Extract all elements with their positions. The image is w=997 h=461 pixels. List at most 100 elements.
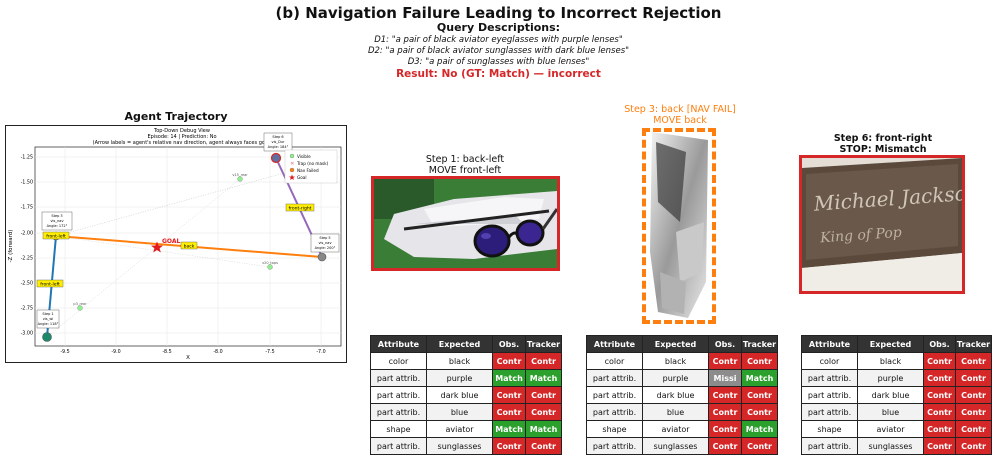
obs-status-cell: Contr — [492, 352, 526, 370]
tracker-status-cell: Contr — [955, 437, 992, 455]
step6-title-line2: STOP: Mismatch — [839, 144, 927, 155]
obs-status-cell: Contr — [708, 403, 742, 421]
tracker-status-cell: Contr — [525, 403, 562, 421]
tracker-status-cell: Contr — [955, 403, 992, 421]
svg-text:Angle: 172°: Angle: 172° — [47, 224, 68, 228]
col-header-obs: Obs. — [923, 335, 956, 353]
svg-text:Angle: 200°: Angle: 200° — [315, 246, 336, 250]
step3-title: Step 3: back [NAV FAIL] MOVE back — [600, 104, 760, 126]
query-description-1: D1: "a pair of black aviator eyeglasses … — [374, 35, 623, 45]
tracker-status-cell: Contr — [741, 352, 778, 370]
obs-status-cell: Match — [492, 369, 526, 387]
tracker-status-cell: Match — [741, 420, 778, 438]
y-tick-label: -1.25 — [21, 155, 33, 161]
attribute-cell: part attrib. — [370, 386, 427, 404]
query-description-3: D3: "a pair of sunglasses with blue lens… — [407, 57, 590, 67]
y-axis-label: -Z (forward) — [8, 230, 14, 263]
obs-status-cell: Contr — [923, 352, 956, 370]
expected-cell: sunglasses — [642, 437, 709, 455]
expected-cell: dark blue — [642, 386, 709, 404]
tracker-status-cell: Contr — [525, 352, 562, 370]
trap-legend-icon: ✕ — [290, 161, 294, 167]
obs-status-cell: Contr — [923, 437, 956, 455]
y-tick-label: -2.25 — [21, 256, 33, 262]
y-tick-label: -3.00 — [21, 331, 33, 337]
object-label: v15_rear — [232, 173, 248, 177]
grid-lines — [35, 147, 341, 346]
col-header-attribute: Attribute — [370, 335, 427, 353]
figure-title: (b) Navigation Failure Leading to Incorr… — [275, 4, 722, 22]
attribute-cell: part attrib. — [801, 386, 858, 404]
y-tick-label: -1.50 — [21, 180, 33, 186]
blurred-nav-photo — [642, 128, 716, 324]
attribute-cell: part attrib. — [586, 437, 643, 455]
agent-final-marker — [270, 152, 282, 164]
expected-cell: blue — [642, 403, 709, 421]
tracker-status-cell: Contr — [955, 386, 992, 404]
query-heading: Query Descriptions: — [436, 21, 561, 34]
svg-text:Trap (no mask): Trap (no mask) — [296, 161, 329, 166]
svg-text:vis_wl: vis_wl — [43, 317, 53, 321]
goal-star-icon — [151, 241, 163, 253]
expected-cell: aviator — [857, 420, 924, 438]
step1-title: Step 1: back-left MOVE front-left — [370, 154, 560, 176]
tracker-status-cell: Contr — [525, 437, 562, 455]
svg-text:Goal: Goal — [297, 175, 307, 180]
expected-cell: black — [642, 352, 709, 370]
col-header-expected: Expected — [642, 335, 709, 353]
tracker-status-cell: Contr — [741, 386, 778, 404]
trajectory-plot: Top-Down Debug View Episode: 14 | Predic… — [5, 125, 347, 363]
x-ticks: -9.5-9.0-8.5-8.0-7.5-7.0 — [60, 349, 325, 355]
expected-cell: aviator — [642, 420, 709, 438]
plot-title-3: (Arrow labels = agent's relative nav dir… — [93, 140, 272, 146]
step-annotation-box: Step 3 vis_nav Angle: 172° — [41, 211, 73, 231]
arrow-label: front-left — [42, 231, 70, 240]
col-header-obs: Obs. — [708, 335, 742, 353]
obs-status-cell: Contr — [708, 352, 742, 370]
nav-failed-legend-icon — [289, 167, 295, 173]
query-description-2: D2: "a pair of black aviator sunglasses … — [367, 46, 630, 56]
col-header-tracker: Tracker — [741, 335, 778, 353]
x-tick-label: -9.5 — [60, 349, 69, 355]
tracker-status-cell: Contr — [955, 369, 992, 387]
col-header-expected: Expected — [426, 335, 493, 353]
result-label: Result: No (GT: Match) — incorrect — [396, 68, 601, 80]
table-header-row: Attribute Expected Obs. Tracker — [586, 335, 778, 353]
attribute-cell: part attrib. — [801, 437, 858, 455]
attribute-cell: part attrib. — [586, 386, 643, 404]
tracker-status-cell: Contr — [955, 352, 992, 370]
visible-object-marker — [267, 264, 273, 270]
attribute-cell: shape — [586, 420, 643, 438]
tracker-status-cell: Contr — [525, 386, 562, 404]
svg-text:Angle: 118°: Angle: 118° — [38, 322, 59, 326]
expected-cell: aviator — [426, 420, 493, 438]
x-tick-label: -9.0 — [111, 349, 120, 355]
tracker-status-cell: Contr — [741, 437, 778, 455]
table-header-row: Attribute Expected Obs. Tracker — [370, 335, 562, 353]
object-label: v20_tops — [262, 261, 278, 265]
step-annotation-box: Step 5 vis_nav Angle: 200° — [310, 233, 340, 253]
obs-status-cell: Contr — [923, 386, 956, 404]
step1-title-line2: MOVE front-left — [428, 165, 502, 176]
attribute-cell: part attrib. — [370, 437, 427, 455]
svg-text:Step 6: Step 6 — [272, 135, 283, 139]
svg-text:Step 5: Step 5 — [319, 236, 330, 240]
arrow-label: front-left — [36, 279, 64, 288]
obs-status-cell: Contr — [708, 386, 742, 404]
object-label: p3_rear — [73, 302, 87, 306]
col-header-expected: Expected — [857, 335, 924, 353]
plot-legend: Visible ✕ Trap (no mask) Nav Failed Goal — [284, 149, 338, 184]
goal-legend-icon — [289, 174, 295, 180]
tracker-status-cell: Contr — [741, 403, 778, 421]
attribute-cell: part attrib. — [370, 369, 427, 387]
attribute-cell: part attrib. — [801, 369, 858, 387]
sign-photo: Michael Jackson King of Pop — [799, 155, 965, 294]
